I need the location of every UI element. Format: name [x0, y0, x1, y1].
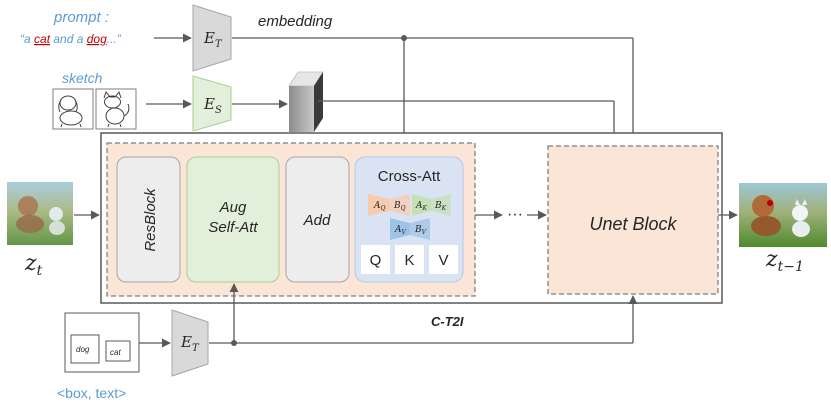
box-text-label: <box, text>: [57, 385, 126, 401]
cat-sketch-icon: [103, 90, 130, 128]
k-label: K: [404, 252, 414, 269]
q-box: [361, 245, 390, 274]
dog-sketch-icon: [58, 95, 83, 128]
cat-box: [105, 340, 131, 362]
prompt-word-cat: cat: [34, 32, 51, 46]
sketch-feature-cube: [288, 71, 324, 132]
aug-self-att-label-2: Self-Att: [208, 219, 258, 236]
prompt-text: “a cat and a dog...”: [20, 32, 122, 46]
noisy-latent-image: [7, 182, 73, 245]
svg-text:BV: BV: [414, 225, 427, 236]
svg-text:BQ: BQ: [393, 201, 406, 212]
denoised-latent-image: [739, 183, 827, 247]
dog-box-label: dog: [76, 345, 90, 354]
zt-label: zt: [24, 251, 43, 279]
zt1-label: zt−1: [765, 247, 804, 275]
text-encoder-top: [192, 4, 232, 72]
sketch-encoder-label: ES: [203, 95, 222, 116]
prompt-word-dog: dog: [87, 32, 107, 46]
text-encoder-bottom: [171, 309, 209, 377]
v-label: V: [438, 252, 448, 269]
text-encoder-top-label: ET: [203, 29, 223, 50]
sketch-encoder: [192, 75, 232, 132]
v-box: [429, 245, 458, 274]
ellipsis: ···: [507, 206, 523, 223]
svg-text:BK: BK: [434, 201, 447, 212]
dog-box: [70, 334, 100, 364]
q-label: Q: [370, 252, 382, 269]
cross-att-label: Cross-Att: [378, 168, 441, 185]
aug-self-att-label-1: Aug: [219, 199, 247, 216]
add-block: [285, 156, 350, 283]
unet-label: Unet Block: [589, 214, 677, 234]
cat-box-label: cat: [110, 348, 121, 357]
svg-text:AQ: AQ: [373, 201, 386, 212]
resblock: [116, 156, 181, 283]
sketch-images: [52, 88, 137, 130]
prompt-label: prompt :: [53, 9, 109, 26]
svg-text:AK: AK: [415, 201, 428, 212]
aug-self-att: [186, 156, 280, 283]
embedding-label: embedding: [258, 13, 333, 30]
lora-q: AQ BQ: [368, 194, 410, 216]
svg-text:AV: AV: [394, 225, 407, 236]
text-encoder-bottom-label: ET: [180, 333, 200, 354]
ct2i-label: C-T2I: [431, 314, 464, 329]
resblock-label: ResBlock: [142, 187, 159, 252]
lora-k: AK BK: [412, 194, 451, 216]
unet-block: [547, 145, 719, 295]
sketch-label: sketch: [62, 70, 103, 86]
k-box: [395, 245, 424, 274]
lora-v: AV BV: [390, 218, 430, 240]
add-label: Add: [303, 212, 331, 229]
